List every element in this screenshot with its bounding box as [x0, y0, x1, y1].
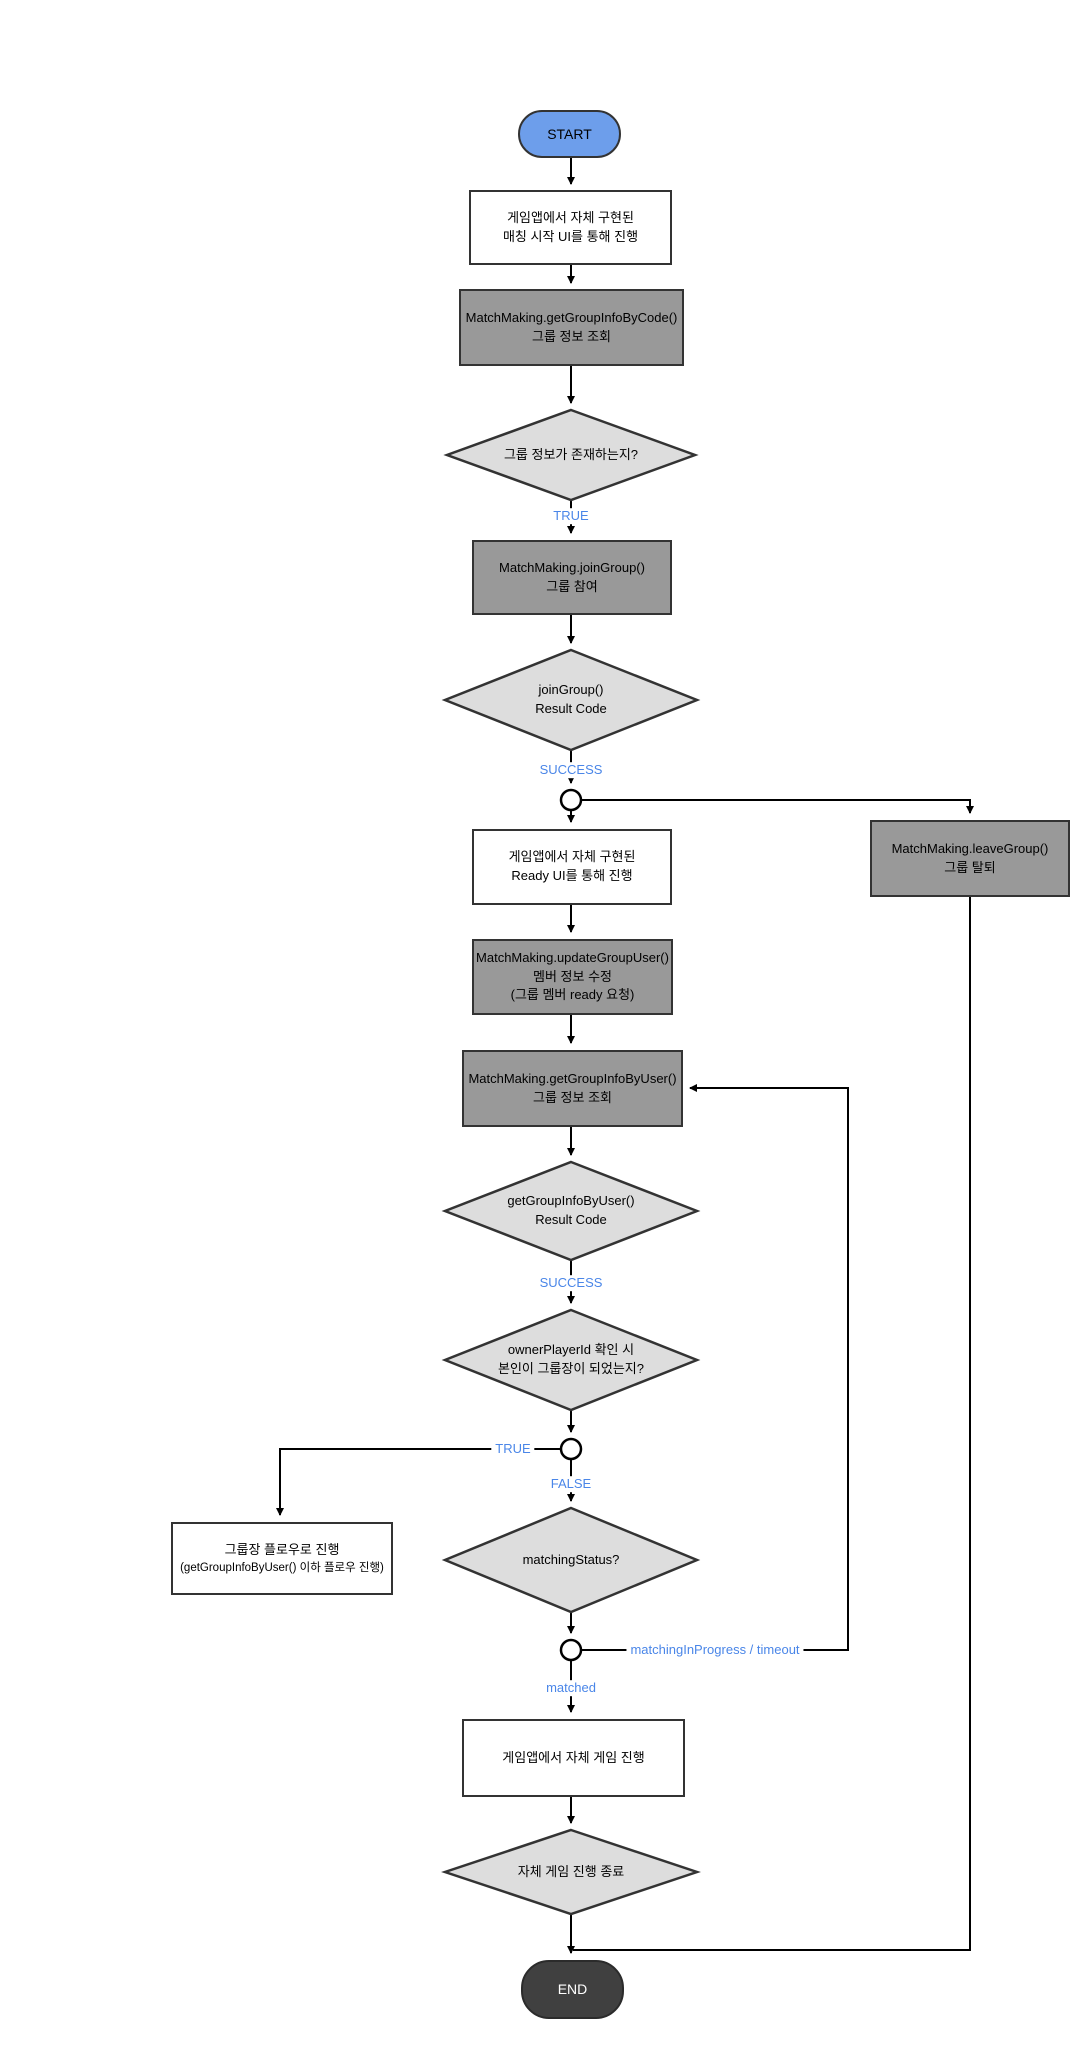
- update-group-user-line2: 멤버 정보 수정: [533, 968, 612, 984]
- decision-get-info-result-text: getGroupInfoByUser() Result Code: [445, 1162, 697, 1260]
- edge-label-success-2: SUCCESS: [535, 1275, 607, 1291]
- decision-matching-status: [441, 1506, 701, 1614]
- process-get-group-info-by-code: MatchMaking.getGroupInfoByCode() 그룹 정보 조…: [459, 289, 684, 366]
- join-group-line2: 그룹 참여: [546, 578, 598, 594]
- end-label: END: [557, 1981, 588, 1998]
- junction-after-join-success: [559, 788, 583, 812]
- join-result-line1: joinGroup(): [538, 682, 604, 698]
- get-group-info-by-code-line1: MatchMaking.getGroupInfoByCode(): [465, 309, 678, 325]
- leave-group-line1: MatchMaking.leaveGroup(): [891, 840, 1049, 856]
- group-exists-line1: 그룹 정보가 존재하는지?: [503, 446, 639, 462]
- decision-group-exists-text: 그룹 정보가 존재하는지?: [447, 410, 695, 500]
- game-end-line1: 자체 게임 진행 종료: [517, 1863, 625, 1879]
- decision-game-end-text: 자체 게임 진행 종료: [445, 1830, 697, 1914]
- process-get-group-info-by-user: MatchMaking.getGroupInfoByUser() 그룹 정보 조…: [462, 1050, 683, 1127]
- edge-leavegroup-to-end-merge: [573, 897, 971, 1951]
- edge-label-false: FALSE: [546, 1476, 596, 1492]
- update-group-user-line1: MatchMaking.updateGroupUser(): [476, 949, 669, 965]
- edge-junction1-to-leavegroup: [581, 799, 974, 814]
- ready-ui-line1: 게임앱에서 자체 구현된: [508, 849, 636, 865]
- get-info-result-line1: getGroupInfoByUser(): [507, 1193, 635, 1209]
- process-match-ui-line1: 게임앱에서 자체 구현된: [507, 209, 634, 225]
- get-group-info-by-code-line2: 그룹 정보 조회: [532, 328, 611, 344]
- junction-matching-branch: [559, 1638, 583, 1662]
- owner-flow-line2: (getGroupInfoByUser() 이하 플로우 진행): [180, 1561, 384, 1574]
- join-result-line2: Result Code: [535, 701, 607, 716]
- decision-matching-status-text: matchingStatus?: [445, 1508, 697, 1612]
- process-game-play: 게임앱에서 자체 게임 진행: [462, 1719, 685, 1797]
- decision-group-exists: [443, 408, 699, 502]
- decision-join-result-text: joinGroup() Result Code: [445, 650, 697, 750]
- edge-label-success-1: SUCCESS: [535, 762, 607, 778]
- game-play-line1: 게임앱에서 자체 게임 진행: [502, 1749, 645, 1765]
- edge-label-true-2: TRUE: [491, 1441, 535, 1457]
- join-group-line1: MatchMaking.joinGroup(): [499, 559, 645, 575]
- process-match-ui: 게임앱에서 자체 구현된 매칭 시작 UI를 통해 진행: [469, 190, 672, 265]
- process-owner-flow: 그룹장 플로우로 진행 (getGroupInfoByUser() 이하 플로우…: [171, 1522, 393, 1595]
- decision-join-result: [441, 648, 701, 752]
- owner-check-line2: 본인이 그룹장이 되었는지?: [497, 1361, 644, 1376]
- process-join-group: MatchMaking.joinGroup() 그룹 참여: [472, 540, 672, 615]
- process-ready-ui: 게임앱에서 자체 구현된 Ready UI를 통해 진행: [472, 829, 672, 905]
- process-match-ui-line2: 매칭 시작 UI를 통해 진행: [502, 228, 639, 244]
- ready-ui-line2: Ready UI를 통해 진행: [511, 868, 633, 883]
- junction-owner-true-false: [559, 1437, 583, 1461]
- decision-game-end: [441, 1828, 701, 1916]
- decision-owner-check-text: ownerPlayerId 확인 시 본인이 그룹장이 되었는지?: [445, 1310, 697, 1410]
- end-node: END: [521, 1960, 624, 2019]
- process-leave-group: MatchMaking.leaveGroup() 그룹 탈퇴: [870, 820, 1070, 897]
- process-update-group-user: MatchMaking.updateGroupUser() 멤버 정보 수정 (…: [472, 939, 673, 1015]
- matching-status-line1: matchingStatus?: [522, 1551, 620, 1567]
- owner-check-line1: ownerPlayerId 확인 시: [507, 1342, 635, 1358]
- edge-label-matching-in-progress: matchingInProgress / timeout: [626, 1642, 804, 1658]
- start-label: START: [547, 125, 592, 142]
- leave-group-line2: 그룹 탈퇴: [944, 859, 996, 875]
- edge-label-true-1: TRUE: [549, 508, 593, 524]
- decision-owner-check: [441, 1308, 701, 1412]
- start-node: START: [518, 110, 621, 158]
- update-group-user-line3: (그룹 멤버 ready 요청): [510, 987, 635, 1003]
- decision-get-info-result: [441, 1160, 701, 1262]
- get-info-result-line2: Result Code: [535, 1212, 607, 1227]
- edge-junction2-true-to-ownerflow: [276, 1448, 561, 1516]
- get-group-info-by-user-line2: 그룹 정보 조회: [533, 1089, 612, 1105]
- edge-label-matched: matched: [542, 1680, 600, 1696]
- get-group-info-by-user-line1: MatchMaking.getGroupInfoByUser(): [468, 1070, 677, 1086]
- owner-flow-line1: 그룹장 플로우로 진행: [224, 1541, 340, 1557]
